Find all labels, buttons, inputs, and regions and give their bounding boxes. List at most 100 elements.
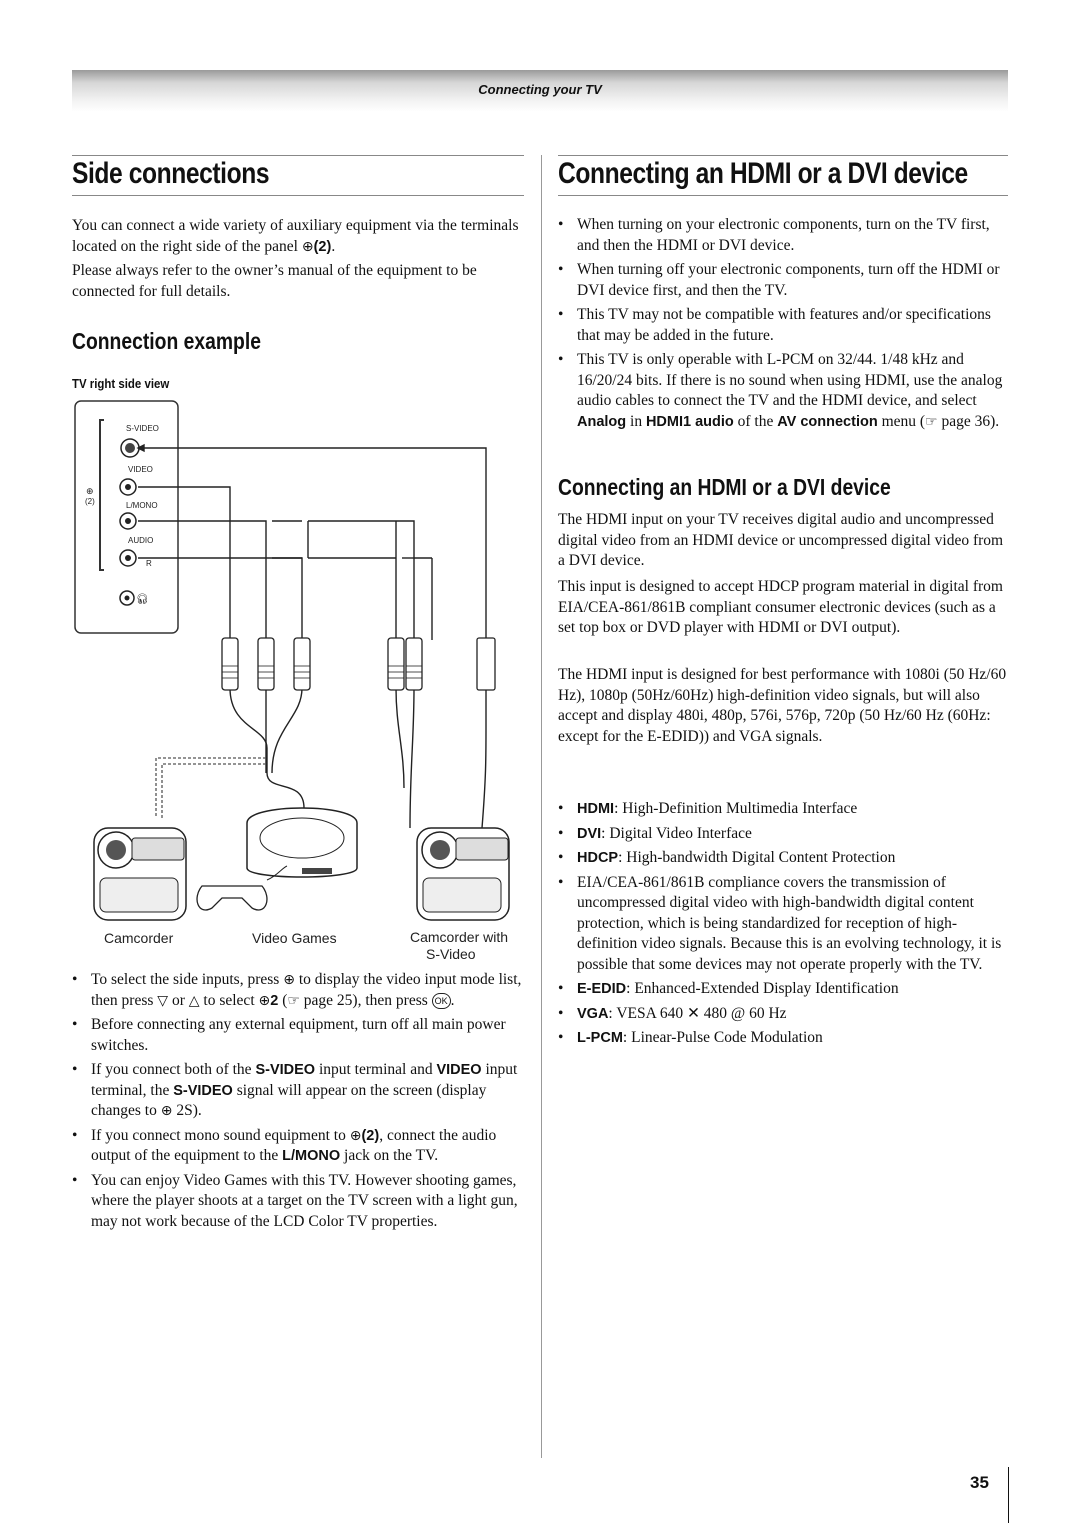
title-rule-bottom <box>558 195 1008 196</box>
page-number-rule <box>1008 1467 1009 1523</box>
camcorder-illustration <box>93 827 187 921</box>
note-text: input terminal, the <box>91 1061 518 1099</box>
note-text: page 36). <box>937 412 1000 430</box>
section-title-side-connections: Side connections <box>72 157 270 190</box>
connection-diagram: S-VIDEO VIDEO ⊕ (2) L/MONO AUDIO R 🎧︎ <box>72 398 532 978</box>
tv-right-side-view-label: TV right side view <box>72 376 170 391</box>
note-text: To select the side inputs, press <box>91 971 284 988</box>
note-text: to select <box>199 991 259 1009</box>
list-item: Before connecting any external equipment… <box>72 1015 522 1056</box>
input-bracket <box>99 419 104 571</box>
dashed-connection <box>155 757 266 818</box>
title-rule-top <box>558 155 1008 156</box>
connection-diagram-svg: S-VIDEO VIDEO ⊕ (2) L/MONO AUDIO R 🎧︎ <box>74 400 510 921</box>
ok-button-icon: OK <box>431 992 451 1009</box>
intro-period: . <box>331 237 336 255</box>
note-text: This TV is only operable with L-PCM on 3… <box>577 351 1003 409</box>
definition-term: DVI <box>577 825 602 842</box>
term-lmono: L/MONO <box>282 1148 341 1164</box>
headphone-icon: 🎧︎ <box>136 593 149 605</box>
port-label-r: R <box>146 559 152 568</box>
note-text: or <box>168 991 189 1009</box>
intro-text: You can connect a wide variety of auxili… <box>72 217 519 255</box>
note-text: to display the video input mode list, th… <box>91 971 522 1009</box>
header-band: Connecting your TV <box>72 70 1008 112</box>
hdmi-dvi-subheading: Connecting an HDMI or a DVI device <box>558 474 891 500</box>
definition-text: : High-Definition Multimedia Interface <box>614 800 858 817</box>
term-svideo: S-VIDEO <box>255 1062 316 1078</box>
column-divider <box>541 155 542 1458</box>
definition-text: EIA/CEA-861/861B compliance covers the t… <box>577 873 1002 973</box>
note-text: of the <box>733 412 778 430</box>
hdmi-paragraph-3: The HDMI input is designed for best perf… <box>558 666 1007 745</box>
input-icon: ⊕ <box>301 238 314 255</box>
note-text: , connect the audio output of the equipm… <box>91 1126 497 1165</box>
section-title-hdmi-dvi: Connecting an HDMI or a DVI device <box>558 157 968 190</box>
definition-term: HDMI <box>577 801 615 817</box>
caption-camcorder: Camcorder <box>104 930 174 946</box>
page-reference-icon: ☞ <box>925 413 938 430</box>
definition-term: HDCP <box>577 850 619 866</box>
right-notes-list: When turning on your electronic componen… <box>558 215 1008 436</box>
caption-svideo: S-Video <box>426 946 476 962</box>
definition-term: L-PCM <box>577 1030 623 1046</box>
definition-item: HDCP: High-bandwidth Digital Content Pro… <box>558 848 1008 869</box>
connection-example-heading: Connection example <box>72 328 261 354</box>
note-text: signal will appear on the screen (displa… <box>91 1081 487 1120</box>
input-icon: ⊕ <box>258 992 271 1009</box>
note-text: menu ( <box>877 412 926 430</box>
list-item: You can enjoy Video Games with this TV. … <box>72 1171 522 1233</box>
up-arrow-icon: △ <box>188 992 200 1009</box>
hdmi-paragraph-1: The HDMI input on your TV receives digit… <box>558 511 1004 569</box>
input-icon: ⊕ <box>349 1127 362 1144</box>
port-label-video: VIDEO <box>128 465 153 474</box>
input-icon: ⊕ <box>160 1103 173 1119</box>
down-arrow-icon: ▽ <box>157 992 169 1009</box>
caption-camcorder-with: Camcorder with <box>410 929 509 945</box>
definition-text: : High-bandwidth Digital Content Protect… <box>618 849 896 866</box>
tv-side-panel <box>74 400 179 634</box>
definition-text: : VESA 640 ✕ 480 @ 60 Hz <box>608 1004 787 1022</box>
caption-video-games: Video Games <box>252 930 337 946</box>
menu-term-hdmi1-audio: HDMI1 audio <box>645 413 734 430</box>
list-item: This TV may not be compatible with featu… <box>558 305 1008 346</box>
definition-text: : Digital Video Interface <box>601 824 752 842</box>
camcorder-svideo-illustration <box>416 827 510 921</box>
definitions-list: HDMI: High-Definition Multimedia Interfa… <box>558 799 1008 1053</box>
list-item: To select the side inputs, press ⊕ to di… <box>72 970 522 1011</box>
page-reference-icon: ☞ <box>287 992 300 1009</box>
note-text: ( <box>278 991 288 1009</box>
dashed-connection-2 <box>161 763 266 818</box>
port-label-audio: AUDIO <box>128 536 153 545</box>
game-controller <box>196 885 268 911</box>
definition-term: E-EDID <box>577 981 627 997</box>
menu-term-av-connection: AV connection <box>777 413 878 430</box>
title-rule-bottom <box>72 195 524 196</box>
intro-paragraph-2: Please always refer to the owner’s manua… <box>72 262 477 300</box>
running-header: Connecting your TV <box>478 82 602 97</box>
svideo-jack-core <box>125 443 135 453</box>
hdmi-paragraph-2: This input is designed to accept HDCP pr… <box>558 578 1003 636</box>
input-number-label: (2) <box>85 497 95 506</box>
port-label-lmono: L/MONO <box>126 501 158 510</box>
definition-item: VGA: VESA 640 ✕ 480 @ 60 Hz <box>558 1004 1008 1025</box>
list-item: When turning on your electronic componen… <box>558 215 1008 256</box>
input-number: (2) <box>361 1127 380 1144</box>
note-text: jack on the TV. <box>340 1147 439 1164</box>
definition-text: : Linear-Pulse Code Modulation <box>622 1029 823 1046</box>
input-icon: ⊕ <box>86 487 94 497</box>
list-item: This TV is only operable with L-PCM on 3… <box>558 350 1008 432</box>
audio-right-jack-core <box>125 555 131 561</box>
headphone-jack-core <box>124 595 130 601</box>
menu-term-analog: Analog <box>577 413 627 430</box>
definition-item: DVI: Digital Video Interface <box>558 824 1008 845</box>
definition-term: VGA <box>577 1005 609 1022</box>
title-rule-top <box>72 155 524 156</box>
intro-paragraph-1: You can connect a wide variety of auxili… <box>72 216 524 257</box>
input-icon: ⊕ <box>283 972 295 988</box>
definition-item: E-EDID: Enhanced-Extended Display Identi… <box>558 979 1008 1000</box>
note-text: If you connect both of the <box>91 1061 256 1078</box>
note-text: 2S). <box>172 1102 202 1119</box>
game-console-illustration <box>196 807 358 911</box>
page-number: 35 <box>970 1473 989 1492</box>
